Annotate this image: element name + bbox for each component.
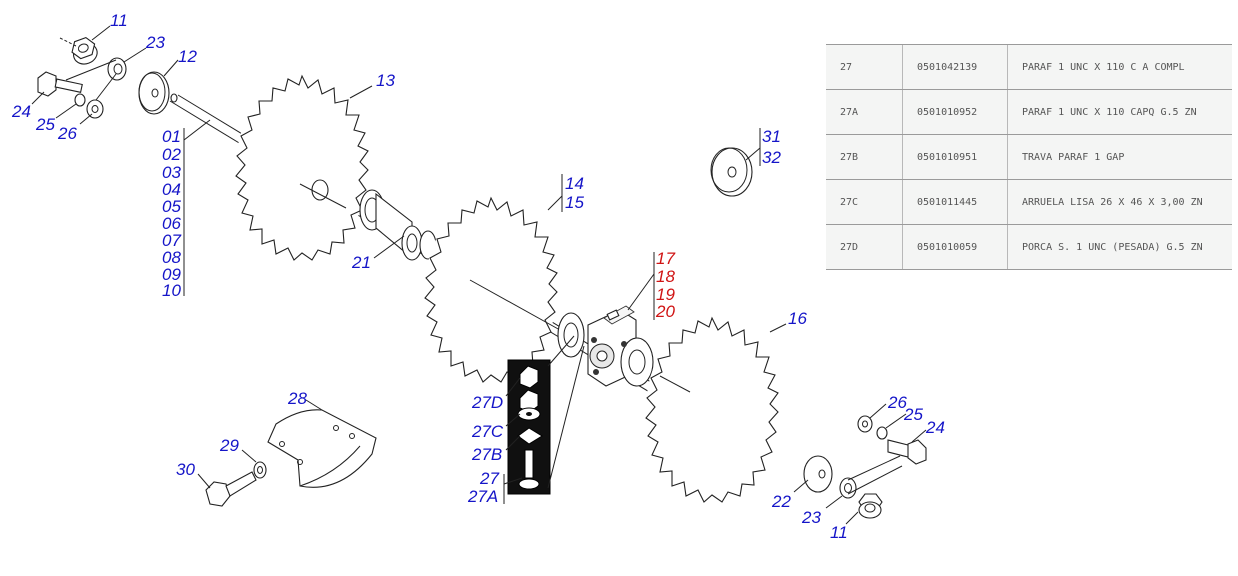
- callout-27D: 27D: [471, 393, 503, 412]
- bolt-kit-27-box: [507, 335, 585, 495]
- callout-15: 15: [565, 193, 584, 212]
- hardware-group-left: [37, 36, 170, 119]
- callout-21: 21: [351, 253, 371, 272]
- washer-22: [803, 455, 833, 493]
- description-cell: TRAVA PARAF 1 GAP: [1007, 134, 1232, 180]
- callout-27A: 27A: [467, 487, 498, 506]
- table-row: 27C 0501011445 ARRUELA LISA 26 X 46 X 3,…: [826, 179, 1232, 225]
- callout-20: 20: [655, 302, 675, 321]
- callout-26: 26: [57, 124, 77, 143]
- lock-plate-23-right: [839, 477, 857, 499]
- callout-32: 32: [762, 148, 781, 167]
- callout-14: 14: [565, 174, 584, 193]
- callout-03: 03: [162, 163, 181, 182]
- leader-lines: [31, 25, 927, 525]
- callout-12: 12: [178, 47, 197, 66]
- code-cell: 0501010952: [902, 89, 1008, 135]
- code-cell: 0501010951: [902, 134, 1008, 180]
- description-cell: PARAF 1 UNC X 110 C A COMPL: [1007, 44, 1232, 90]
- washer-29: [253, 461, 267, 479]
- code-cell: 0501010059: [902, 224, 1008, 270]
- item-cell: 27: [826, 44, 903, 90]
- callout-25: 25: [35, 115, 55, 134]
- washer-26-left: [86, 99, 104, 119]
- disc-14-15: [424, 197, 558, 383]
- lock-washer-25-right: [876, 426, 888, 440]
- callout-01: 01: [162, 127, 181, 146]
- lock-washer-25-left: [74, 93, 86, 107]
- guard-28: [267, 409, 377, 488]
- item-cell: 27B: [826, 134, 903, 180]
- table-row: 27B 0501010951 TRAVA PARAF 1 GAP: [826, 134, 1232, 180]
- table-row: 27 0501042139 PARAF 1 UNC X 110 C A COMP…: [826, 44, 1232, 90]
- callout-27B: 27B: [471, 445, 502, 464]
- callout-labels: 11 23 12 13 24 25 26 01 02 03 04 05 06 0…: [11, 11, 945, 542]
- callout-08: 08: [162, 248, 181, 267]
- item-cell: 27A: [826, 89, 903, 135]
- callout-04: 04: [162, 180, 181, 199]
- spacer-spool-21: [299, 183, 437, 261]
- callout-18: 18: [656, 267, 675, 286]
- code-cell: 0501042139: [902, 44, 1008, 90]
- callout-07: 07: [162, 231, 181, 250]
- callout-24-right: 24: [925, 418, 945, 437]
- bolt-30: [205, 471, 257, 507]
- callout-27C: 27C: [471, 422, 504, 441]
- callout-17: 17: [656, 249, 675, 268]
- item-cell: 27D: [826, 224, 903, 270]
- callout-16: 16: [788, 309, 807, 328]
- hardware-group-right: [803, 415, 927, 519]
- lock-plate-23-left: [107, 57, 127, 81]
- callout-09: 09: [162, 265, 181, 284]
- item-cell: 27C: [826, 179, 903, 225]
- callout-10: 10: [162, 281, 181, 300]
- hex-nut-11-left: [71, 36, 98, 65]
- callout-28: 28: [287, 389, 307, 408]
- description-cell: ARRUELA LISA 26 X 46 X 3,00 ZN: [1007, 179, 1232, 225]
- hex-nut-11-right: [858, 493, 883, 519]
- callout-26-right: 26: [887, 393, 907, 412]
- washer-31-32: [710, 147, 753, 197]
- parts-table: 27 0501042139 PARAF 1 UNC X 110 C A COMP…: [826, 44, 1232, 270]
- callout-25-right: 25: [903, 405, 923, 424]
- washer-26-right: [857, 415, 873, 433]
- bearing-housing: [557, 305, 654, 387]
- disc-16: [645, 317, 779, 503]
- description-cell: PORCA S. 1 UNC (PESADA) G.5 ZN: [1007, 224, 1232, 270]
- callout-19: 19: [656, 285, 675, 304]
- callout-29: 29: [219, 436, 239, 455]
- callout-23: 23: [145, 33, 165, 52]
- table-row: 27A 0501010952 PARAF 1 UNC X 110 CAPQ G.…: [826, 89, 1232, 135]
- code-cell: 0501011445: [902, 179, 1008, 225]
- disc-13: [235, 75, 369, 261]
- callout-31: 31: [762, 127, 781, 146]
- callout-11: 11: [110, 11, 128, 30]
- bolt-24-right: [887, 439, 927, 465]
- callout-06: 06: [162, 214, 181, 233]
- callout-02: 02: [162, 145, 181, 164]
- bolt-24-left: [37, 71, 83, 97]
- callout-23-right: 23: [801, 508, 821, 527]
- callout-24: 24: [11, 102, 31, 121]
- callout-30: 30: [176, 460, 195, 479]
- callout-13: 13: [376, 71, 395, 90]
- description-cell: PARAF 1 UNC X 110 CAPQ G.5 ZN: [1007, 89, 1232, 135]
- callout-22: 22: [771, 492, 791, 511]
- table-row: 27D 0501010059 PORCA S. 1 UNC (PESADA) G…: [826, 224, 1232, 270]
- callout-11-right: 11: [830, 523, 848, 542]
- washer-12: [138, 71, 170, 115]
- callout-27: 27: [479, 469, 499, 488]
- callout-05: 05: [162, 197, 181, 216]
